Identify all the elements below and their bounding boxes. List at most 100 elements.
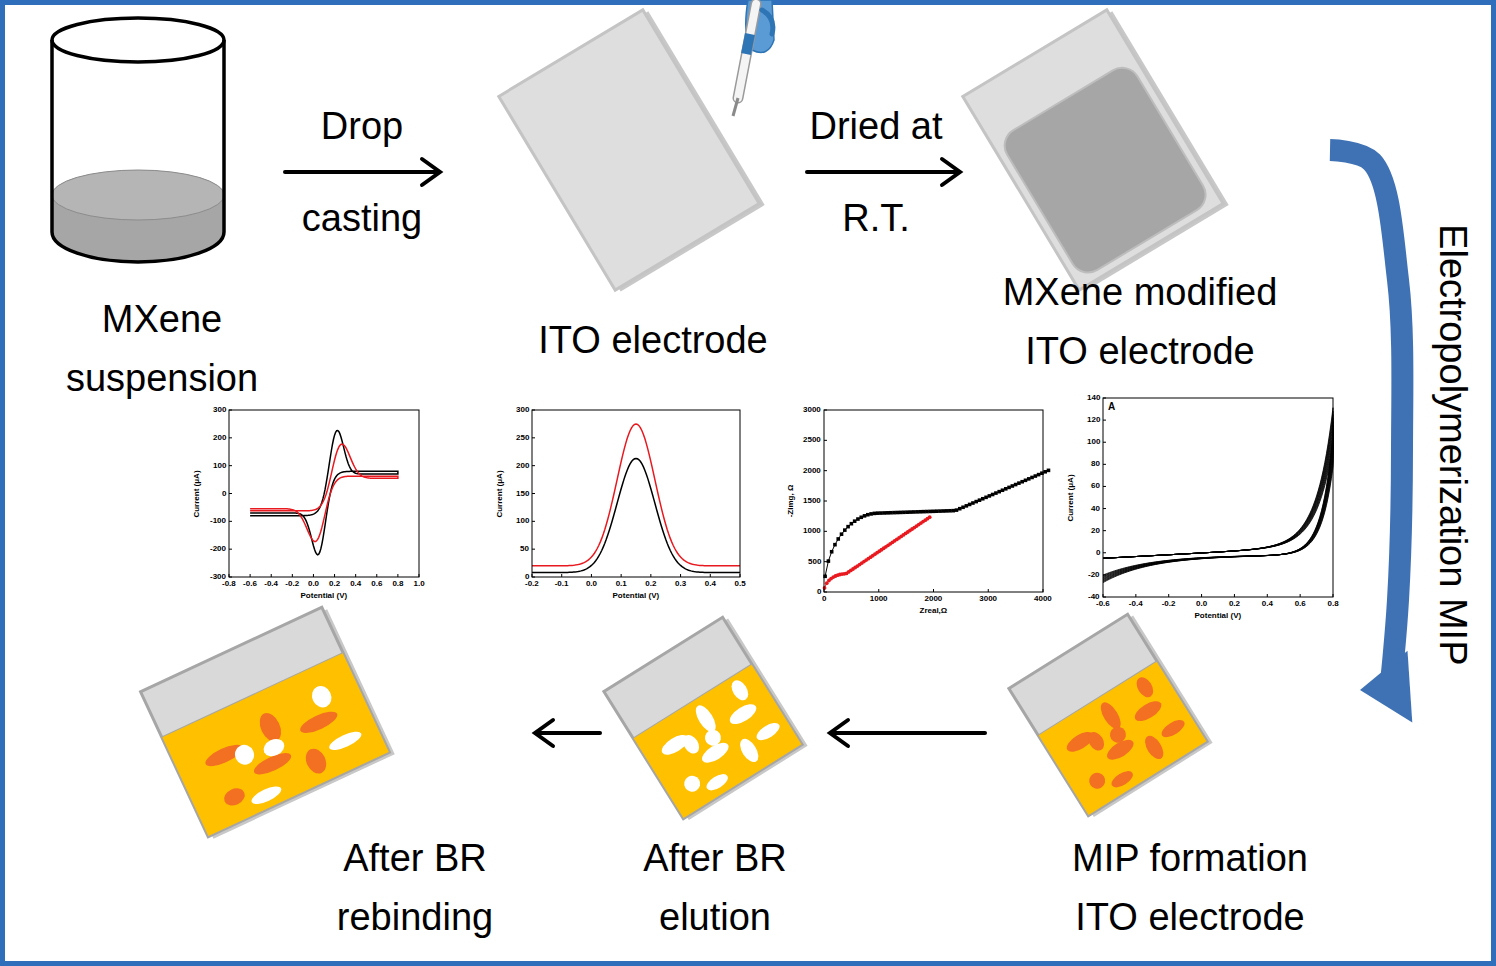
data-marker <box>932 510 936 514</box>
data-marker <box>991 493 995 497</box>
cv-cycle <box>1103 411 1333 582</box>
axis-label: Current (μA) <box>1066 474 1074 521</box>
data-marker <box>859 515 863 519</box>
data-marker <box>902 510 906 514</box>
data-marker <box>909 510 913 514</box>
tick <box>1103 594 1104 597</box>
data-marker <box>1027 477 1031 481</box>
tick <box>650 574 651 577</box>
data-marker <box>836 537 840 541</box>
arrowhead <box>942 159 960 185</box>
step-node: ITO electrode <box>440 0 807 380</box>
tick <box>532 410 535 411</box>
axis-label: 0 <box>822 595 826 603</box>
step-node: After BR elution <box>600 618 830 949</box>
axis-label: 0 <box>817 588 821 596</box>
data-marker <box>876 511 880 515</box>
process-arrow <box>1330 150 1402 688</box>
tick <box>532 437 535 438</box>
tick <box>1135 594 1136 597</box>
axis-label: -0.2 <box>525 580 539 588</box>
axis-label: 4000 <box>1034 595 1052 603</box>
dpv-curve <box>532 458 740 572</box>
axis-label: 1500 <box>803 497 821 505</box>
data-marker <box>922 510 926 514</box>
data-marker <box>951 509 955 513</box>
axis-label: 0.2 <box>645 580 656 588</box>
node-label: After BR elution <box>625 829 805 947</box>
tick <box>1333 594 1334 597</box>
data-marker <box>886 511 890 515</box>
tick <box>1168 594 1169 597</box>
mxene-electrode <box>963 8 1229 294</box>
axis-label: 2000 <box>803 467 821 475</box>
data-marker <box>919 510 923 514</box>
data-marker <box>873 512 877 516</box>
tick <box>229 493 232 494</box>
tick <box>824 501 827 502</box>
data-marker <box>968 503 972 507</box>
axis-label: -0.8 <box>222 580 236 588</box>
data-marker <box>869 512 873 516</box>
axis-label: 300 <box>213 406 226 414</box>
tick <box>229 521 232 522</box>
tick <box>1103 530 1106 531</box>
axis-label: 0.5 <box>735 580 746 588</box>
tick <box>1043 589 1044 592</box>
cv-cycle <box>1103 418 1333 580</box>
axis-label: 200 <box>213 434 226 442</box>
axis-label: 0 <box>1096 549 1100 557</box>
nyquist-curve <box>825 470 1048 576</box>
data-marker <box>1034 474 1038 478</box>
arrowhead <box>830 720 848 746</box>
axis-label: -0.6 <box>1096 600 1110 608</box>
axis-label: 1000 <box>870 595 888 603</box>
data-marker <box>928 515 932 519</box>
axis-label: -0.2 <box>1162 600 1176 608</box>
axis-label: A <box>1108 402 1115 412</box>
axis-label: Zreal,Ω <box>920 607 948 615</box>
data-marker <box>850 522 854 526</box>
data-marker <box>866 513 870 517</box>
data-marker <box>889 511 893 515</box>
axis-label: -0.6 <box>243 580 257 588</box>
axis-label: -Zimg, Ω <box>787 485 795 518</box>
connector <box>535 720 600 746</box>
data-marker <box>955 508 959 512</box>
ito-electrode <box>499 8 765 294</box>
data-marker <box>1001 488 1005 492</box>
axis-label: -100 <box>210 517 226 525</box>
axis-label: 0 <box>222 490 226 498</box>
axis-label: -0.4 <box>264 580 278 588</box>
tick <box>1267 594 1268 597</box>
cv-cycle <box>1103 425 1333 579</box>
node-label: MIP formation ITO electrode <box>1050 829 1330 947</box>
axis-label: 80 <box>1091 460 1100 468</box>
tick <box>824 440 827 441</box>
axis-label: 120 <box>1087 416 1100 424</box>
tick <box>229 437 232 438</box>
connector <box>285 159 440 185</box>
data-marker <box>892 511 896 515</box>
arrow-line <box>832 731 985 735</box>
tick <box>229 465 232 466</box>
axis-label: 0.4 <box>1262 600 1273 608</box>
axis-label: 3000 <box>803 406 821 414</box>
axis-label: Current (μA) <box>192 470 200 517</box>
tick <box>710 574 711 577</box>
tick <box>334 574 335 577</box>
cv-cycle <box>1103 442 1333 575</box>
data-marker <box>899 511 903 515</box>
node-label: After BR rebinding <box>325 829 505 947</box>
pipette <box>733 0 774 116</box>
axis-label: 0.8 <box>1328 600 1339 608</box>
tick <box>532 574 533 577</box>
axis-label: 1000 <box>803 527 821 535</box>
axis-label: -20 <box>1088 571 1100 579</box>
axis-label: 1.0 <box>414 580 425 588</box>
data-marker <box>1043 470 1047 474</box>
tick <box>313 574 314 577</box>
cv-cycle <box>1103 439 1333 577</box>
connector <box>1330 150 1412 723</box>
tick <box>1103 486 1106 487</box>
